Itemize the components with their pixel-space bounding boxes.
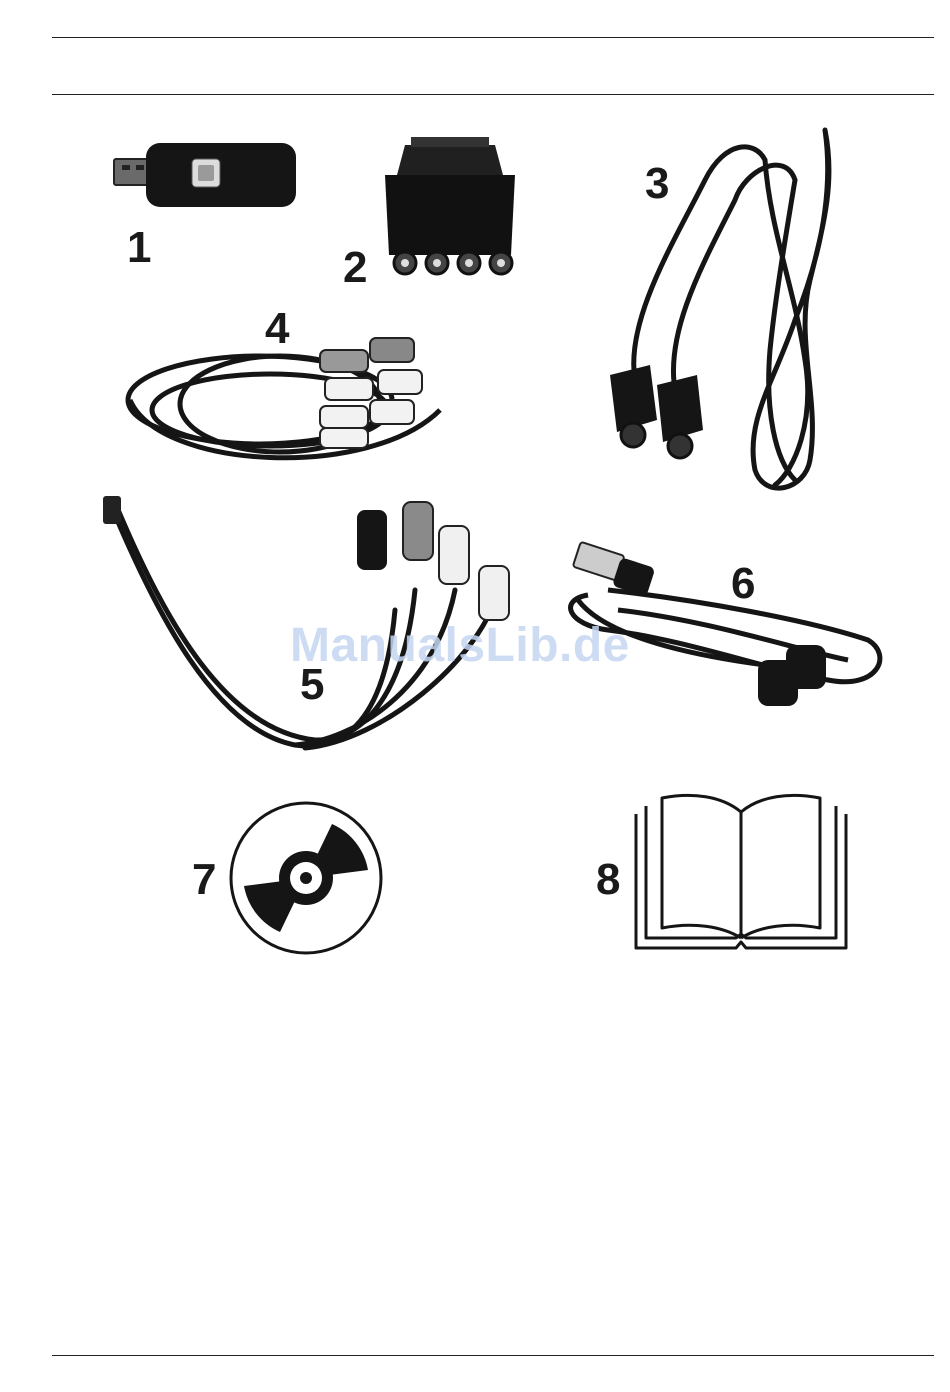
item-number-6: 6 <box>731 562 755 606</box>
item-number-2: 2 <box>343 246 367 290</box>
cd-rom-icon <box>228 800 384 956</box>
item-number-7: 7 <box>192 858 216 902</box>
header-rule <box>52 94 934 95</box>
s-video-cable-icon <box>595 120 855 510</box>
manual-book-icon <box>632 792 850 952</box>
scart-adapter-icon <box>375 135 525 280</box>
item-number-1: 1 <box>127 226 151 270</box>
item-number-3: 3 <box>645 162 669 206</box>
top-rule <box>52 37 934 38</box>
rca-cable-icon <box>120 330 460 480</box>
item-number-8: 8 <box>596 858 620 902</box>
footer-rule <box>52 1355 934 1356</box>
usb-tv-stick-icon <box>110 135 300 215</box>
watermark: ManualsLib.de <box>290 618 630 673</box>
item-number-4: 4 <box>265 307 289 351</box>
